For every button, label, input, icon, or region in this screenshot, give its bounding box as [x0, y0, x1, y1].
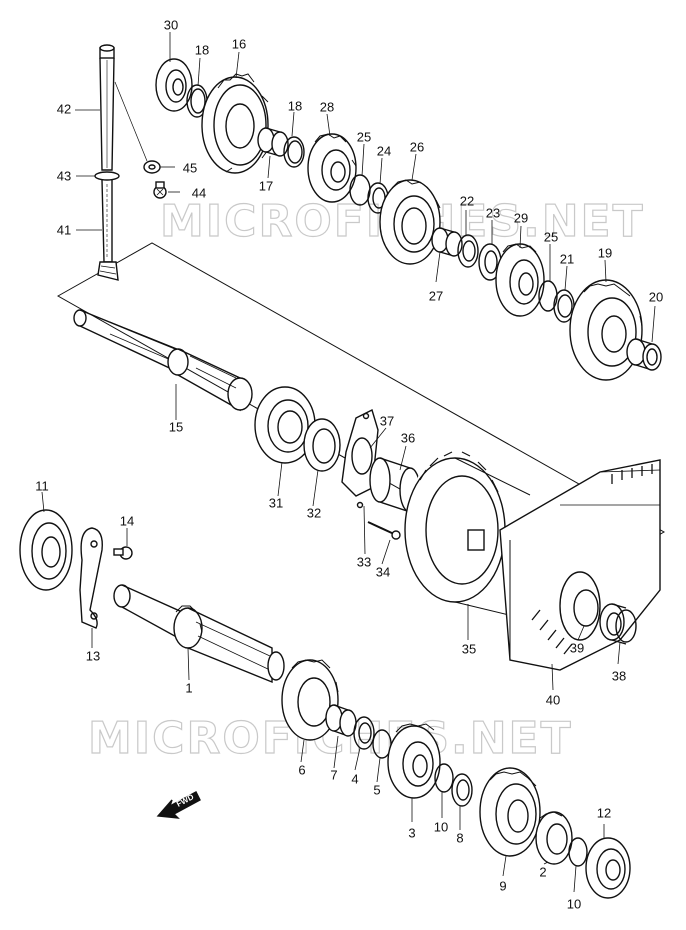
part-label: 32 [306, 505, 322, 521]
bushing-20 [626, 338, 662, 371]
sprocket-39 [573, 589, 599, 627]
circlip-25-a [349, 174, 371, 206]
bolt-44 [153, 181, 167, 199]
part-label: 24 [376, 143, 392, 159]
bushing-27 [431, 227, 463, 257]
stopper-plate-13 [79, 527, 103, 629]
nut-38 [599, 603, 637, 645]
part-label: 41 [56, 222, 72, 238]
part-label: 19 [597, 245, 613, 261]
part-label: 31 [268, 495, 284, 511]
part-label: 4 [351, 771, 359, 787]
part-label: 40 [545, 692, 561, 708]
bearing-11 [19, 509, 73, 591]
part-label: 45 [182, 160, 198, 176]
part-label: 25 [543, 229, 559, 245]
part-label: 10 [566, 896, 582, 912]
part-label: 9 [499, 878, 507, 894]
part-label: 12 [596, 805, 612, 821]
main-shaft-1 [113, 584, 285, 684]
part-label: 21 [559, 251, 575, 267]
gear-9 [479, 767, 541, 857]
gear-3 [387, 723, 441, 799]
shift-shaft-41 [97, 179, 119, 281]
part-label: 20 [648, 289, 664, 305]
part-label: 18 [194, 42, 210, 58]
bushing-7 [325, 704, 357, 737]
shift-shaft-42 [99, 44, 115, 171]
plate-37 [341, 409, 379, 509]
bearing-12 [585, 837, 631, 899]
part-label: 26 [409, 139, 425, 155]
part-label: 36 [400, 430, 416, 446]
gear-28 [307, 133, 357, 203]
gear-19 [569, 279, 643, 381]
part-label: 8 [456, 830, 464, 846]
gear-29 [495, 243, 545, 317]
part-label: 16 [231, 36, 247, 52]
part-label: 37 [379, 413, 395, 429]
circlip-10-b [568, 837, 588, 867]
fwd-arrow-icon [156, 791, 201, 819]
part-label: 28 [319, 99, 335, 115]
part-label: 13 [85, 648, 101, 664]
part-label: 7 [330, 767, 338, 783]
part-label: 35 [461, 641, 477, 657]
part-label: 5 [373, 782, 381, 798]
part-label: 15 [168, 419, 184, 435]
gear-26 [379, 179, 441, 265]
part-label: 11 [35, 478, 49, 494]
bolt-14 [113, 546, 133, 560]
part-label: 39 [569, 640, 585, 656]
washer-45 [143, 160, 161, 174]
part-label: 23 [485, 205, 501, 221]
part-label: 17 [258, 178, 274, 194]
part-label: 25 [356, 129, 372, 145]
part-label: 29 [513, 210, 529, 226]
part-label: 44 [191, 185, 207, 201]
washer-22 [457, 234, 479, 268]
leader-lines [41, 32, 656, 893]
part-label: 30 [163, 17, 179, 33]
gear-6 [281, 659, 339, 741]
countershaft-15 [73, 309, 253, 412]
part-label: 33 [356, 554, 372, 570]
gear-16 [201, 73, 269, 174]
washer-43 [94, 171, 120, 181]
part-label: 1 [185, 680, 193, 696]
part-label: 3 [408, 825, 416, 841]
circlip-10-a [434, 763, 454, 793]
part-label: 38 [611, 668, 627, 684]
circlip-25-b [538, 280, 558, 312]
part-label: 43 [56, 168, 72, 184]
part-label: 42 [56, 101, 72, 117]
part-label: 18 [287, 98, 303, 114]
bearing-31 [254, 386, 316, 464]
gear-2 [535, 811, 573, 865]
washer-4 [353, 716, 375, 750]
part-label: 2 [539, 864, 547, 880]
oil-seal-32 [303, 418, 341, 472]
washer-8 [451, 773, 473, 807]
part-label: 10 [433, 819, 449, 835]
part-label: 27 [428, 288, 444, 304]
part-label: 14 [119, 513, 135, 529]
part-label: 22 [459, 193, 475, 209]
part-label: 6 [298, 762, 306, 778]
circlip-18-b [283, 136, 305, 168]
part-label: 34 [375, 564, 391, 580]
screw-34 [367, 521, 401, 540]
bearing-30 [155, 58, 193, 112]
